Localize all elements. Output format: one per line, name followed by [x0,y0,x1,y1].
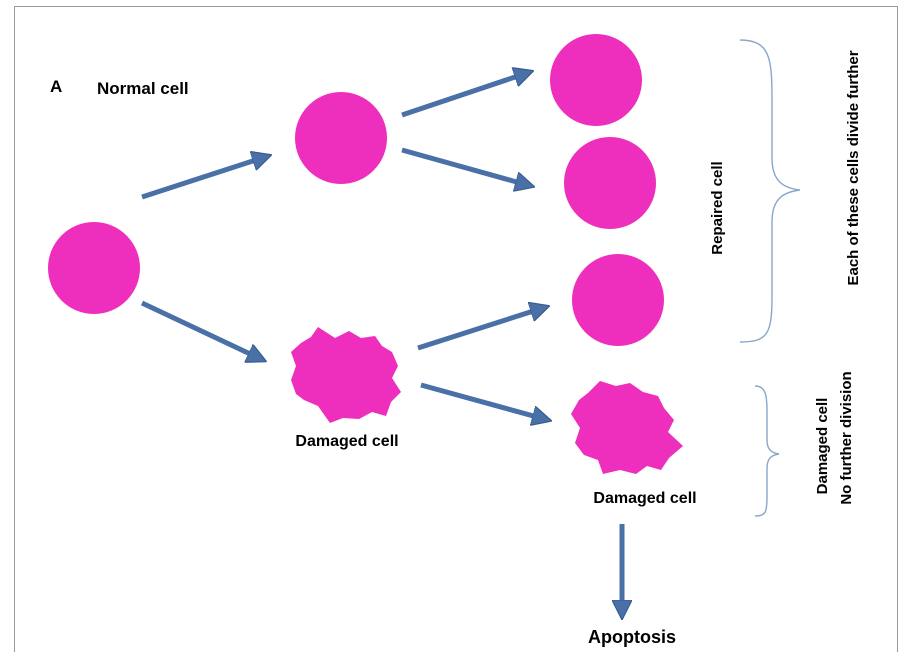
damaged-cell-left [291,327,401,423]
arrow-root-to-normal [141,156,268,200]
damaged-cell-label-left: Damaged cell [295,433,398,450]
brace-divide-further [739,39,801,343]
arrow-damaged-to-damaged [420,382,548,420]
arrow-root-to-damaged [140,300,263,360]
damaged-no-division-label-line2: No further division [838,371,855,504]
normal-cell-middle [564,137,656,229]
damaged-cell-right [571,381,683,474]
apoptosis-label: Apoptosis [588,627,676,647]
divide-further-label: Each of these cells divide further [845,50,862,285]
arrow-damaged-to-repaired [417,307,546,351]
arrows [140,72,622,616]
normal-cell-label: Normal cell [97,79,189,98]
repaired-cell [572,254,664,346]
normal-daughter-cell [295,92,387,184]
root-cell [48,222,140,314]
damaged-no-division-label-line1: Damaged cell [814,398,831,495]
normal-cell-top [550,34,642,126]
panel-letter: A [50,77,62,96]
brace-no-division [754,385,780,517]
repaired-cell-label: Repaired cell [709,161,726,254]
figure-frame [14,6,898,652]
damaged-cell-label-right: Damaged cell [593,490,696,507]
arrow-normal-to-top [401,72,530,118]
arrow-normal-to-middle [401,147,531,186]
